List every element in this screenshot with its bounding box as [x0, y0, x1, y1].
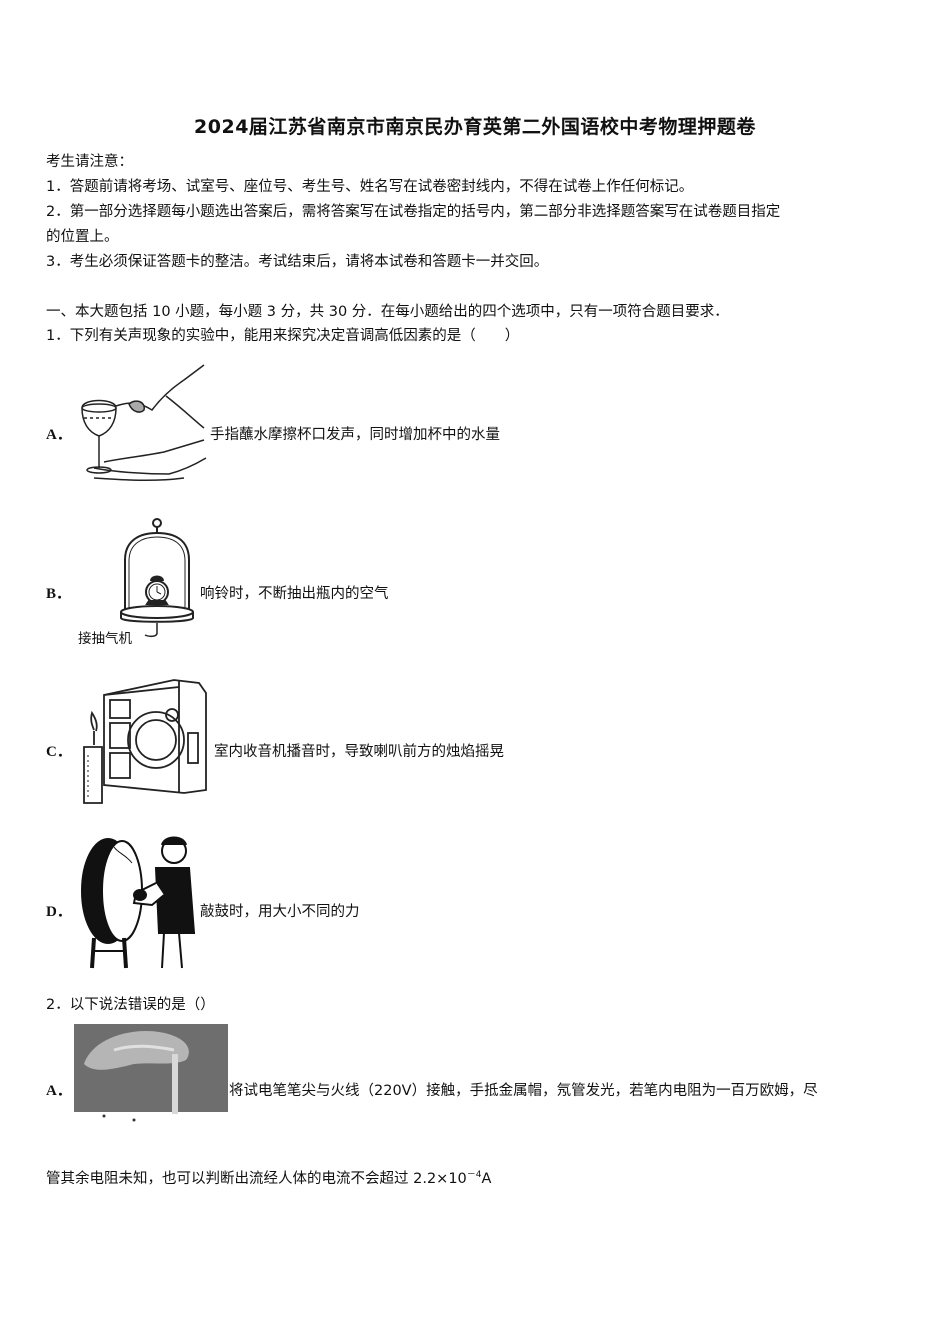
exponent: －4: [466, 1170, 482, 1180]
option-a-letter: A．: [46, 427, 72, 443]
notice-item-2-cont: 的位置上。: [46, 229, 119, 245]
radio-candle-figure: [74, 675, 214, 810]
option-b-text: 响铃时，不断抽出瓶内的空气: [200, 586, 389, 602]
option-a-text: 手指蘸水摩擦杯口发声，同时增加杯中的水量: [210, 427, 500, 443]
notice-item-2: 2．第一部分选择题每小题选出答案后，需将答案写在试卷指定的括号内，第二部分非选择…: [46, 204, 781, 220]
question-1-stem: 1．下列有关声现象的实验中，能用来探究决定音调高低因素的是（ ）: [46, 328, 520, 344]
page-title: 2024届江苏省南京市南京民办育英第二外国语校中考物理押题卷: [194, 116, 756, 138]
option-d-text: 敲鼓时，用大小不同的力: [200, 904, 360, 920]
notice-item-3: 3．考生必须保证答题卡的整洁。考试结束后，请将本试卷和答题卡一并交回。: [46, 254, 549, 270]
vacuum-pump-label: 接抽气机: [78, 631, 132, 647]
q2-option-a-continuation: 管其余电阻未知，也可以判断出流经人体的电流不会超过 2.2×10－4A: [46, 1165, 491, 1189]
q2-option-a-letter: A．: [46, 1083, 72, 1099]
option-c-text: 室内收音机播音时，导致喇叭前方的烛焰摇晃: [214, 744, 504, 760]
wine-glass-rubbing-figure: [74, 360, 209, 490]
bell-jar-alarm-clock-figure: [115, 515, 200, 640]
option-d-letter: D．: [46, 904, 72, 920]
unit: A: [481, 1171, 492, 1187]
option-c-letter: C．: [46, 744, 72, 760]
drum-beating-figure: [74, 833, 199, 973]
section-heading: 一、本大题包括 10 小题，每小题 3 分，共 30 分．在每小题给出的四个选项…: [46, 304, 729, 320]
test-pencil-photo: [74, 1024, 228, 1124]
notice-item-1: 1．答题前请将考场、试室号、座位号、考生号、姓名写在试卷密封线内，不得在试卷上作…: [46, 179, 694, 195]
question-2-stem: 2．以下说法错误的是（）: [46, 997, 215, 1013]
notice-heading: 考生请注意：: [46, 154, 133, 170]
option-b-letter: B．: [46, 586, 72, 602]
q2-option-a-continuation-text: 管其余电阻未知，也可以判断出流经人体的电流不会超过 2.2×10: [46, 1171, 467, 1187]
q2-option-a-text: 将试电笔笔尖与火线（220V）接触，手抵金属帽，氖管发光，若笔内电阻为一百万欧姆…: [229, 1083, 818, 1099]
